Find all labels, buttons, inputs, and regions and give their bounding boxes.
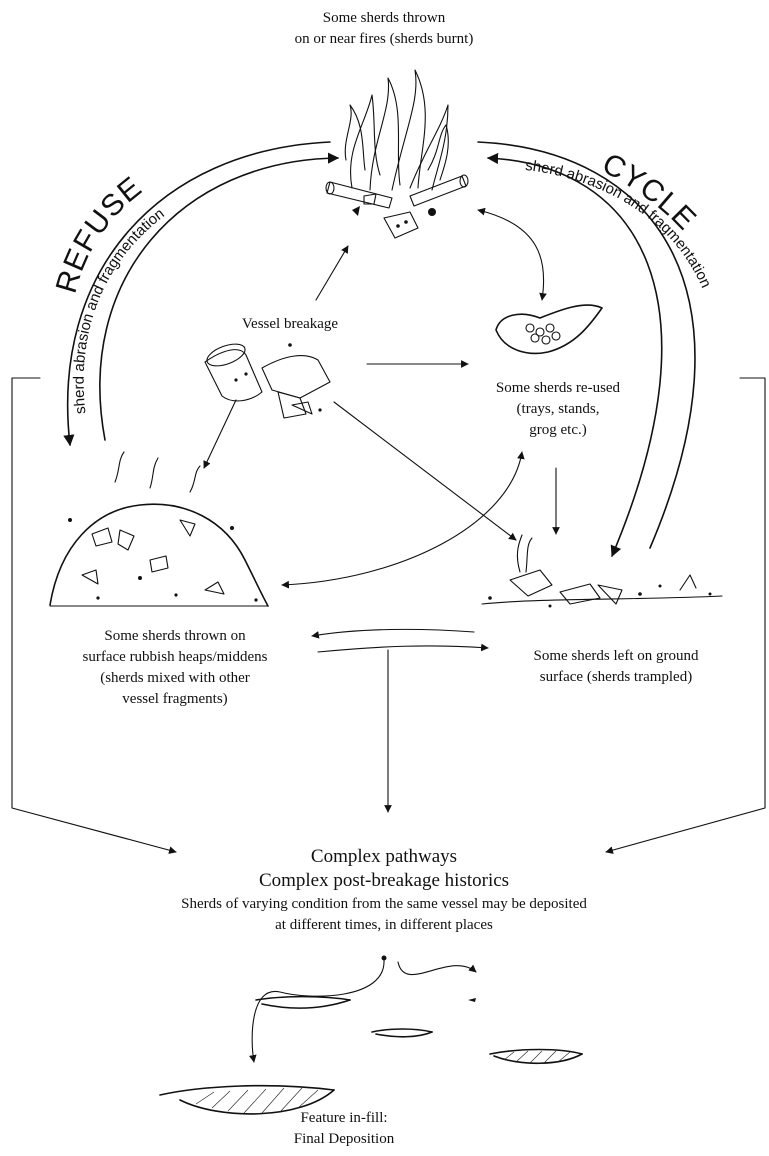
campfire-icon: [325, 69, 469, 239]
complex-pathways-title: Complex pathways: [310, 846, 458, 867]
vessel-breakage-label: Vessel breakage: [241, 316, 339, 332]
complex-histories-subtitle: Complex post-breakage historics: [258, 870, 510, 891]
refuse-cycle-band: [63, 141, 340, 447]
final-deposition-label: Feature in-fill: Final Deposition: [293, 1110, 395, 1147]
broken-vessel-icon: [204, 343, 331, 419]
fire-label: Some sherds thrown on or near fires (she…: [294, 10, 474, 47]
complex-note: Sherds of varying condition from the sam…: [181, 896, 587, 933]
reused-label: Some sherds re-used (trays, stands, grog…: [495, 380, 621, 438]
reused-sherd-icon: [495, 304, 603, 355]
rubbish-heap-icon: [49, 451, 269, 607]
ground-surface-label: Some sherds left on ground surface (sher…: [533, 648, 699, 685]
pathway-arrows: [11, 207, 766, 854]
rubbish-heap-label: Some sherds thrown on surface rubbish he…: [82, 628, 268, 707]
cycle-band-right: [477, 141, 696, 558]
feature-pit-icon: [159, 955, 583, 1115]
ground-surface-icon: [481, 534, 723, 608]
